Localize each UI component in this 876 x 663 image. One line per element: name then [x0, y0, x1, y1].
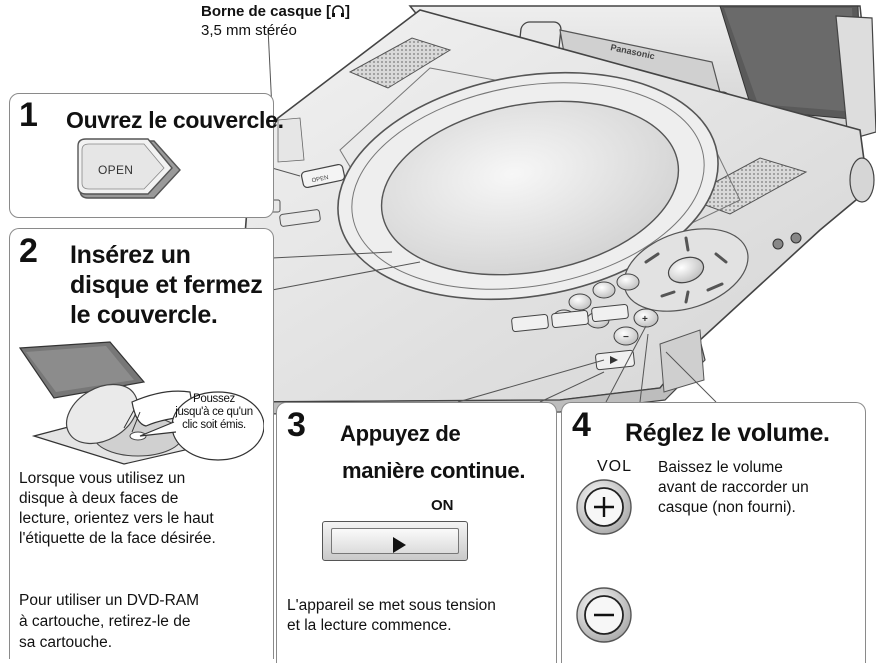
- volume-up-button: [576, 479, 632, 535]
- callout-line-2: jusqu'à ce qu'un: [175, 406, 253, 418]
- step-4-text: Baissez le volume avant de raccorder un …: [658, 458, 809, 518]
- open-button-illustration: [77, 138, 181, 199]
- headphone-title: Borne de casque [: [201, 3, 332, 20]
- callout-line-1: Poussez: [192, 393, 235, 405]
- play-button-illustration: [322, 521, 468, 561]
- open-key: OPEN: [300, 163, 346, 189]
- step-1-number: 1: [19, 96, 38, 134]
- step-4-text-line: casque (non fourni).: [658, 499, 796, 516]
- step-2-text-1-line: lecture, orientez vers le haut: [19, 510, 214, 527]
- step-3-text-line: L'appareil se met sous tension: [287, 597, 496, 614]
- step-3-title-line-1: Appuyez de: [340, 421, 461, 446]
- step-2-number: 2: [19, 232, 38, 270]
- disc-insertion-illustration: [18, 341, 264, 465]
- step-1-title: Ouvrez le couvercle.: [66, 107, 284, 133]
- svg-text:+: +: [642, 314, 648, 325]
- step-3-text-line: et la lecture commence.: [287, 617, 452, 634]
- step-4-text-line: Baissez le volume: [658, 459, 783, 476]
- volume-down-button: [576, 587, 632, 643]
- open-button-label: OPEN: [98, 163, 134, 177]
- step-2-text-2-line: Pour utiliser un DVD-RAM: [19, 592, 200, 609]
- transport-keys: [511, 303, 635, 371]
- leader-lines: [267, 27, 717, 403]
- step-2-text-2: Pour utiliser un DVD-RAM à cartouche, re…: [19, 590, 199, 653]
- vol-label: VOL: [597, 458, 633, 475]
- insert-callout: Poussez jusqu'à ce qu'un clic soit émis.: [170, 393, 258, 457]
- step-2-text-1-line: l'étiquette de la face désirée.: [19, 530, 216, 547]
- step-2-title-line-2: disque et fermez: [70, 271, 263, 299]
- step-2-title-line-1: Insérez un: [70, 241, 191, 269]
- play-icon: [393, 537, 406, 553]
- step-4-title: Réglez le volume.: [625, 419, 830, 447]
- headphone-terminal-label: Borne de casque [] 3,5 mm stéréo: [201, 2, 350, 40]
- control-cluster: + −: [552, 228, 749, 346]
- step-2-title-line-3: le couvercle.: [70, 301, 218, 329]
- headphones-icon: [332, 5, 345, 17]
- step-2-text-2-line: à cartouche, retirez-le de: [19, 613, 191, 630]
- step-4-number: 4: [572, 406, 591, 444]
- step-3-text: L'appareil se met sous tension et la lec…: [287, 596, 496, 636]
- svg-text:−: −: [623, 332, 629, 343]
- step-2-text-2-line: sa cartouche.: [19, 634, 113, 651]
- step-3-number: 3: [287, 406, 306, 444]
- step-2-text-1-line: disque à deux faces de: [19, 490, 179, 507]
- step-3-title-line-2: manière continue.: [342, 458, 526, 483]
- on-caption: ON: [431, 497, 454, 514]
- step-2-text-1: Lorsque vous utilisez un disque à deux f…: [19, 469, 216, 549]
- callout-line-3: clic soit émis.: [182, 419, 246, 431]
- step-2-text-1-line: Lorsque vous utilisez un: [19, 470, 186, 487]
- player-body: OPEN + −: [239, 9, 875, 415]
- headphone-title-end: ]: [345, 3, 351, 20]
- headphone-spec: 3,5 mm stéréo: [201, 22, 297, 39]
- play-button-face: [331, 528, 459, 554]
- svg-text:OPEN: OPEN: [311, 175, 329, 184]
- step-4-text-line: avant de raccorder un: [658, 479, 809, 496]
